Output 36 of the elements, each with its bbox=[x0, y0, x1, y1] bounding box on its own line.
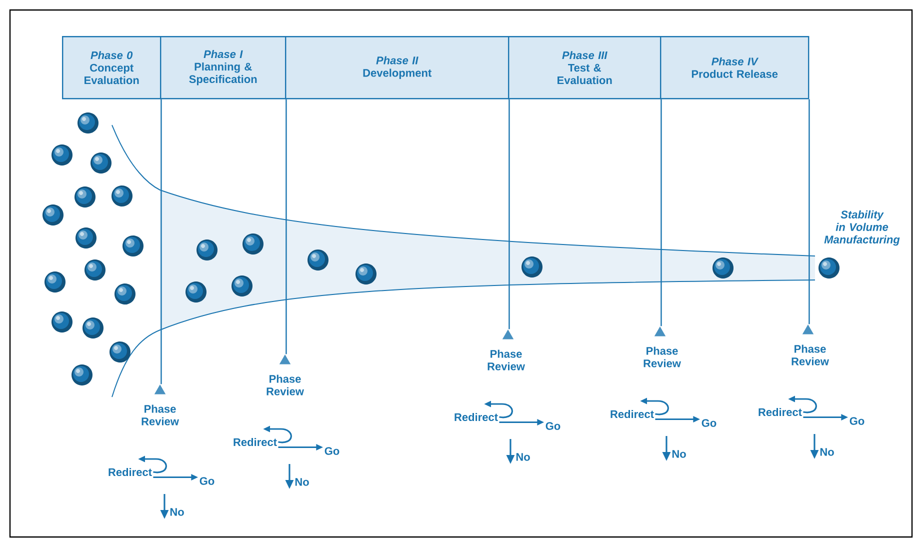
no-label: No bbox=[820, 448, 834, 456]
phase-review-text: Phase Review bbox=[644, 346, 681, 368]
triangle-marker bbox=[802, 324, 814, 334]
gate-line bbox=[286, 99, 287, 354]
gate-line bbox=[808, 99, 810, 324]
redirect-label: Redirect bbox=[758, 408, 802, 416]
no-label: No bbox=[170, 508, 184, 516]
phase-review-text: Phase Review bbox=[488, 350, 525, 370]
gate-line bbox=[160, 99, 162, 384]
phase-review-text: Phase Review bbox=[792, 344, 829, 366]
go-label: Go bbox=[324, 447, 340, 455]
redirect-label: Redirect bbox=[108, 468, 152, 476]
go-label: Go bbox=[702, 419, 716, 427]
phase-header-box: Phase I Planning & Specification bbox=[160, 36, 286, 100]
phase-header-box: Phase 0 Concept Evaluation bbox=[62, 36, 162, 100]
phase-header-box: Phase III Test & Evaluation bbox=[508, 36, 662, 100]
redirect-label: Redirect bbox=[234, 438, 277, 446]
go-label: Go bbox=[546, 422, 560, 430]
gate-line bbox=[660, 99, 662, 326]
go-label: Go bbox=[200, 477, 214, 485]
redirect-label: Redirect bbox=[610, 410, 654, 418]
phase-review-text: Phase Review bbox=[142, 404, 179, 426]
redirect-label: Redirect bbox=[454, 412, 498, 422]
phase-review-text: Phase Review bbox=[266, 374, 304, 396]
no-label: No bbox=[672, 450, 686, 458]
triangle-marker bbox=[654, 326, 666, 336]
go-label: Go bbox=[850, 417, 864, 425]
no-label: No bbox=[295, 478, 309, 486]
stability-label: Stability in Volume Manufacturing bbox=[824, 210, 900, 246]
phase-header-box: Phase II Development bbox=[285, 36, 510, 100]
triangle-marker bbox=[279, 354, 291, 364]
triangle-marker bbox=[502, 330, 514, 340]
no-label: No bbox=[516, 453, 530, 461]
triangle-marker bbox=[154, 384, 166, 394]
phase-header-box: Phase IV Product Release bbox=[660, 36, 810, 100]
gate-line bbox=[508, 99, 510, 330]
